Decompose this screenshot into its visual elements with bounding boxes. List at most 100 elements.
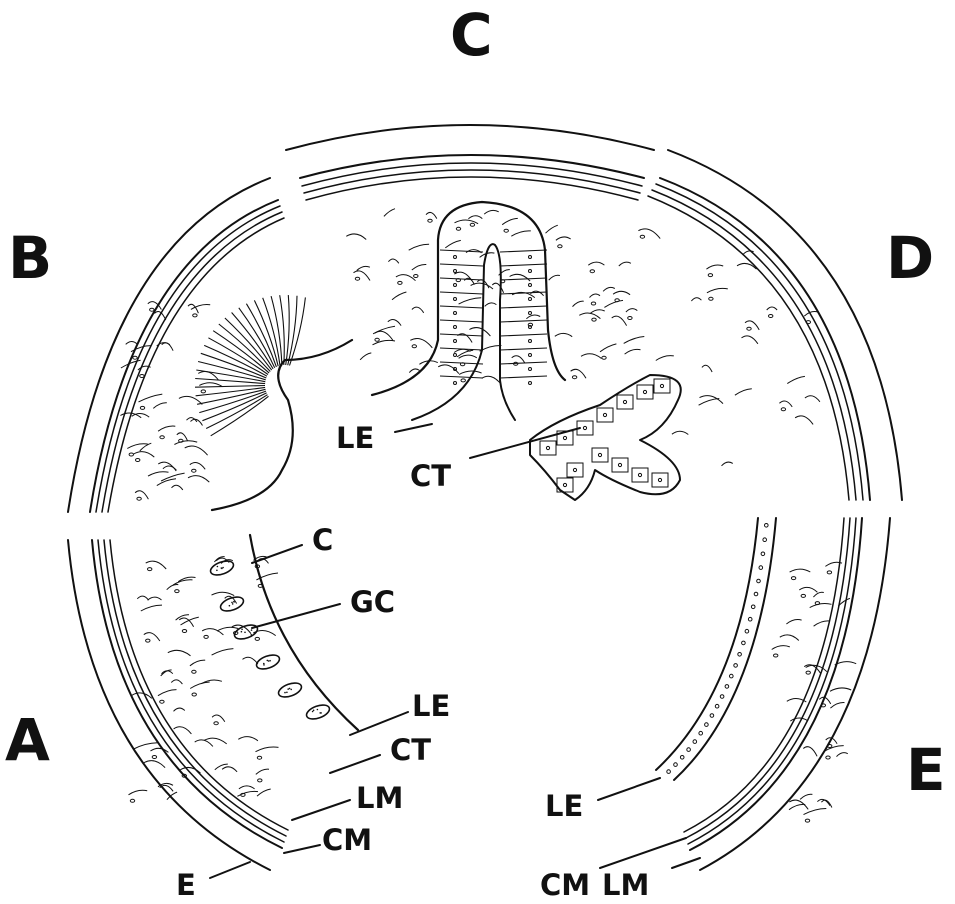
panel-c-ct-fiber	[469, 328, 490, 337]
panel-d-muscle-line-1	[656, 184, 863, 500]
panel-d-ct-fiber	[691, 298, 701, 301]
panel-c-ct-nucleus	[461, 379, 465, 382]
panel-a-goblet-granule	[251, 634, 253, 636]
panel-a-label-c: C	[312, 523, 333, 557]
panel-b-ct-nucleus	[136, 459, 140, 462]
panel-c-gland-cell-wall	[500, 348, 547, 350]
panel-b-fold	[208, 338, 268, 375]
panel-e-ct-nucleus	[801, 594, 805, 597]
panel-c-gland-nucleus	[529, 270, 532, 273]
panel-c-gland-cells	[440, 250, 547, 385]
panel-a-goblet-cell	[305, 702, 332, 721]
panel-e-lining-nucleus	[759, 566, 763, 570]
panel-c-branch-cell	[612, 458, 628, 472]
panel-e-ct-fiber	[789, 804, 805, 809]
panel-c-branch-cell	[654, 379, 670, 393]
panel-a-ct-fiber	[167, 584, 179, 589]
panel-d-ct-fiber	[805, 396, 820, 402]
panel-a-label-cm: CM	[322, 823, 372, 857]
panel-e-ct-fiber	[803, 747, 817, 757]
panel-e-ct-fiber	[786, 620, 801, 624]
panel-a-goblet-granule	[319, 712, 321, 714]
panel-b-fold	[280, 295, 285, 365]
panel-a-ct-fiber	[257, 789, 271, 796]
panel-d-ct-fiber	[787, 376, 805, 383]
panel-c-ct-fiber	[360, 353, 371, 360]
panel-c-branch-nucleus	[660, 384, 663, 387]
panel-e-ct-fiber	[810, 603, 832, 607]
panel-a-gc-pointer	[252, 604, 340, 628]
panel-a-ct-fiber	[141, 605, 162, 611]
panel-c-ct-fiber	[459, 298, 482, 304]
panel-e-lining-nucleus	[738, 653, 742, 657]
panel-e-label-cm: CM	[540, 868, 590, 902]
panel-e-lining-nucleus	[680, 756, 684, 760]
panel-b-ct-fiber	[188, 476, 209, 483]
panel-b-ct-fiber	[191, 419, 203, 425]
panel-b-ct-fiber	[174, 441, 197, 445]
panel-b-ct-fiber	[134, 452, 155, 457]
panel-d-ct-fiber	[722, 462, 733, 466]
panel-e-lining-nucleus	[710, 714, 714, 718]
panel-c-gland-nucleus	[529, 354, 532, 357]
panel-c-ct-fiber	[409, 244, 429, 250]
panel-d-section	[600, 150, 902, 500]
panel-e-lining-nucleus	[725, 685, 729, 689]
panel-a-ct-fiber	[160, 785, 173, 791]
panel-label-b: B	[8, 224, 52, 292]
panel-d-ct-fiber	[604, 300, 623, 307]
panel-d-ct-fiber	[656, 356, 674, 361]
panel-c-branch-cell	[567, 463, 583, 477]
panel-e-lm-pointer	[672, 858, 700, 868]
panel-a-goblet-granule	[233, 601, 235, 603]
panel-a-ct-fiber	[243, 657, 258, 664]
panel-d-ct-nucleus	[615, 299, 619, 302]
panel-c-gland-cell-wall	[440, 376, 483, 378]
panel-d-ct-fiber	[735, 389, 752, 396]
panel-c-ct-nucleus	[558, 245, 562, 248]
panel-c-gland-outer	[372, 202, 565, 395]
panel-a-goblet-granule	[287, 688, 289, 690]
panel-c-ct-fiber	[392, 292, 406, 300]
panel-b-ct-fiber	[179, 396, 202, 404]
panel-c-branch-cell	[540, 441, 556, 455]
panel-d-connective-tissue	[600, 229, 820, 466]
panel-a-goblet-granule	[263, 663, 265, 665]
panel-b-ct-nucleus	[140, 406, 144, 409]
panel-e-ct-nucleus	[827, 571, 831, 574]
panel-e-lining-nucleus	[757, 579, 761, 583]
panel-e-cm-pointer	[600, 838, 686, 868]
panel-d-ct-nucleus	[640, 235, 644, 238]
panel-e-lining-nucleus	[674, 763, 678, 767]
panel-b-fold	[211, 396, 269, 436]
panel-b-muscle-line-3	[108, 218, 284, 512]
panel-c-branch-cell	[632, 468, 648, 482]
panel-c-ct-nucleus	[414, 275, 418, 278]
panel-a-ct-nucleus	[214, 722, 218, 725]
panel-b-ct-fiber	[148, 472, 169, 476]
panel-c-gland-nucleus	[529, 368, 532, 371]
panel-b-ct-fiber	[140, 443, 152, 451]
panel-c-ct-fiber	[590, 294, 601, 298]
panel-c-branch-nucleus	[598, 453, 601, 456]
panel-d-ct-fiber	[619, 262, 631, 266]
panel-c-ct-fiber	[459, 371, 481, 374]
panel-c-label-ct: CT	[410, 459, 451, 493]
panel-b-fold	[195, 386, 265, 388]
panel-a-goblet-granule	[216, 570, 218, 572]
panel-a-goblet-granule	[217, 566, 219, 568]
panel-a-goblet-granule	[222, 567, 224, 569]
panel-a-ct-fiber	[256, 769, 269, 774]
panel-b-ct-nucleus	[150, 308, 154, 311]
panel-label-a: A	[5, 706, 50, 774]
panel-c-gland-cell-wall	[500, 306, 547, 308]
panel-c-ct-nucleus	[375, 338, 379, 341]
panel-c-gland-nucleus	[454, 298, 457, 301]
panel-c-ct-fiber	[468, 216, 482, 219]
panel-a-label-e: E	[176, 868, 196, 902]
panel-e-lining-nucleus	[730, 674, 734, 678]
panel-e-ct-fiber	[780, 635, 799, 641]
panel-e-ct-fiber	[813, 592, 823, 597]
panel-c-gland-cell-wall	[440, 278, 483, 280]
panel-d-ct-nucleus	[709, 297, 713, 300]
